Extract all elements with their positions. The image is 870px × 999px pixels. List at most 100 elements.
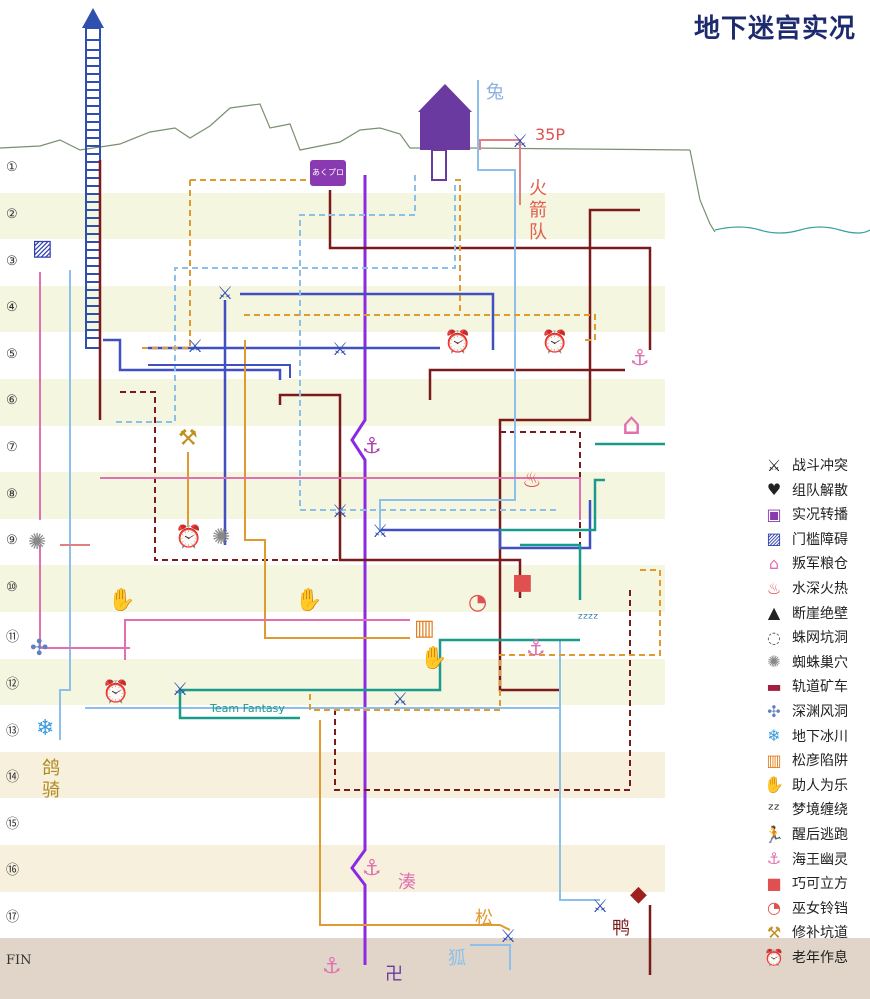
live-stream-icon: ▣ [766, 504, 782, 524]
team-fantasy-label: Team Fantasy [209, 702, 285, 715]
crossed-swords-icon: ⚔ [332, 339, 348, 360]
route-line [350, 175, 367, 965]
route-line [479, 139, 521, 205]
rabbit-label: 兔 [486, 82, 504, 103]
anchor-icon: ⚓ [362, 434, 382, 459]
alarm-clock-icon: ⏰ [444, 330, 472, 355]
dream-icon: ᶻᶻ [768, 799, 780, 819]
spider-nest-icon: ✺ [767, 652, 781, 672]
row-label: ④ [6, 300, 18, 316]
minato-label: 湊 [398, 872, 416, 893]
surface-skyline [0, 103, 870, 234]
mansion-icon [418, 84, 472, 181]
legend-item: ♥ 组队解散 [760, 479, 870, 501]
rocket-team-label: 火箭队 [529, 178, 547, 243]
crossed-swords-icon: ⚔ [392, 689, 408, 710]
row-label: ⑤ [6, 346, 18, 362]
web-pit-icon: ◌ [767, 627, 781, 647]
legend-item: ⚔ 战斗冲突 [760, 454, 870, 476]
granary-icon: ⌂ [768, 553, 780, 573]
row-label: ⑬ [6, 723, 20, 739]
crossed-swords-icon: ⚔ [172, 679, 188, 700]
tower [85, 27, 101, 349]
route-line [39, 545, 130, 649]
route-line [334, 590, 631, 791]
legend-label: 战斗冲突 [792, 458, 848, 474]
trap-icon: ▥ [414, 616, 435, 641]
legend-label: 地下冰川 [792, 728, 848, 745]
legend-label: 巫女铃铛 [792, 900, 848, 917]
legend-label: 轨道矿车 [792, 679, 848, 696]
crossed-swords-icon: ⚔ [372, 521, 388, 542]
route-line [428, 368, 625, 400]
fox-label: 狐 [448, 948, 466, 969]
anchor-icon: ⚓ [322, 954, 342, 979]
route-line [500, 431, 581, 560]
cube-icon: ■ [766, 873, 782, 893]
route-line [85, 707, 561, 732]
legend-label: 松彦陷阱 [792, 753, 848, 770]
minecart-icon: ▬ [766, 676, 782, 696]
legend-item: ❄地下冰川 [760, 725, 870, 747]
crossed-swords-icon: ⚔ [332, 501, 348, 522]
bell-icon: ◔ [468, 590, 488, 615]
route-line [100, 477, 581, 520]
legend-item: ◌蛛网坑洞 [760, 626, 870, 648]
fin-band [0, 938, 870, 999]
handshake-icon: ✋ [108, 588, 136, 613]
route-line [103, 338, 282, 380]
legend-item: ⚓海王幽灵 [760, 848, 870, 870]
crossed-swords-icon: ⚔ [500, 926, 516, 947]
legend-item: ■ 巧可立方 [760, 872, 870, 894]
legend-item: ▬ 轨道矿车 [760, 675, 870, 697]
legend-label: 门槛障碍 [792, 531, 848, 548]
route-line [460, 314, 596, 341]
runner-icon: 🏃 [764, 824, 784, 844]
route-line [278, 393, 522, 598]
legend-label: 老年作息 [792, 950, 848, 966]
route-line [470, 944, 511, 970]
matsu-label: 松 [475, 908, 493, 929]
alarm-clock-icon: ⏰ [102, 680, 130, 705]
handshake-icon: ✋ [420, 646, 448, 671]
alarm-clock-icon: ⏰ [175, 525, 203, 550]
barrier-icon: ▨ [766, 529, 782, 549]
row-label: ⑥ [6, 393, 18, 409]
row-label: ⑰ [6, 909, 20, 925]
legend-item: ◔巫女铃铛 [760, 897, 870, 919]
legend-item: 🏃醒后逃跑 [760, 823, 870, 845]
route-line [540, 639, 600, 901]
route-line [380, 500, 592, 550]
row-band [0, 565, 665, 612]
route-line [309, 569, 661, 711]
duck-label: 鸭 [612, 918, 630, 939]
legend-label: 组队解散 [792, 482, 848, 499]
row-label: ⑩ [6, 579, 18, 595]
route-line [148, 364, 291, 378]
legend-label: 水深火热 [792, 581, 848, 597]
hammer-icon: ⚒ [766, 922, 782, 942]
route-line [379, 80, 516, 530]
spider-nest-icon: ✺ [212, 525, 231, 550]
row-label: ⑧ [6, 486, 18, 502]
legend-label: 巧可立方 [792, 876, 848, 893]
anchor-icon: ⚓ [766, 849, 782, 869]
heart-broken-icon: ♥ [766, 480, 782, 500]
barrier-icon: ▨ [32, 236, 53, 261]
row-label: ⑫ [6, 676, 20, 692]
abyss-wind-icon: ✣ [30, 636, 49, 661]
water-fire-icon: ♨ [522, 468, 542, 493]
legend-item: ▲断崖绝壁 [760, 602, 870, 624]
alarm-clock-icon: ⏰ [541, 330, 569, 355]
granary-icon: ⌂ [622, 407, 642, 442]
route-line [520, 543, 582, 600]
manji-label: 卍 [385, 964, 403, 985]
crossed-swords-icon: ⚔ [766, 455, 782, 475]
row-band [0, 379, 665, 426]
handshake-icon: ✋ [295, 588, 323, 613]
route-line [140, 180, 191, 349]
route-line [244, 340, 410, 639]
water-fire-icon: ♨ [766, 578, 782, 598]
